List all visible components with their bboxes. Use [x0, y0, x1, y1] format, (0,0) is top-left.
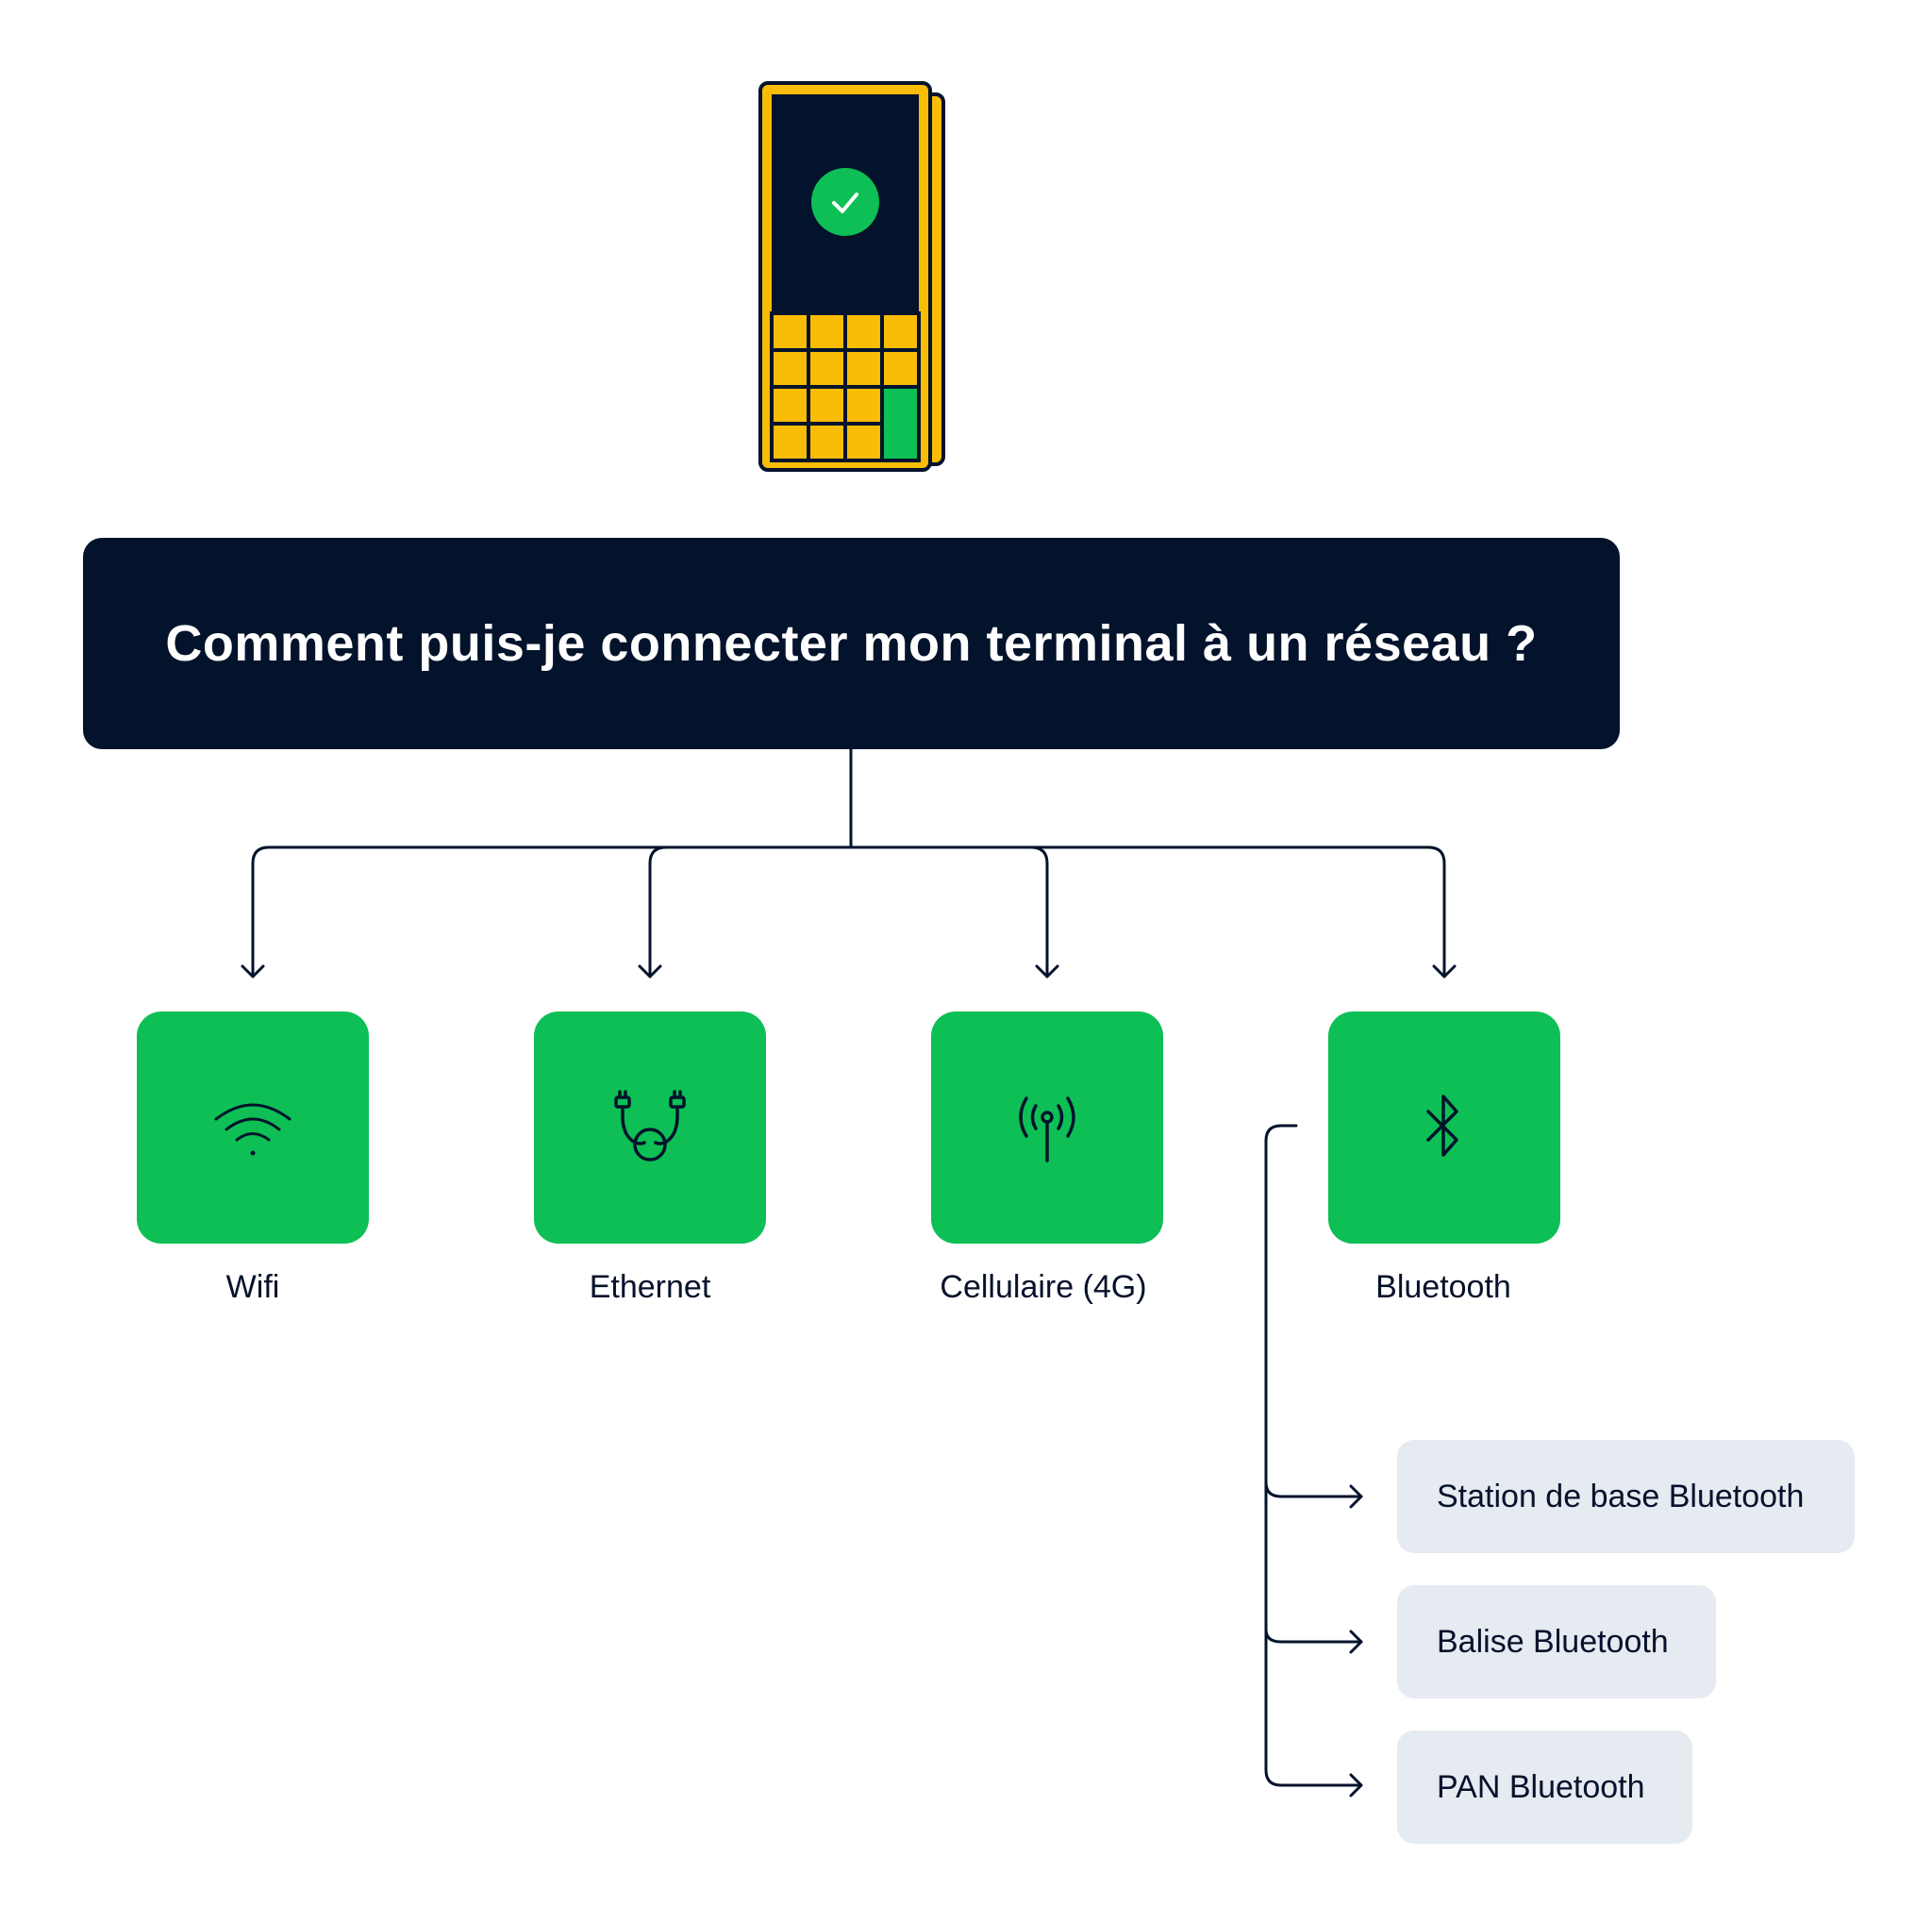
payment-terminal-icon — [758, 81, 945, 472]
branch-wifi — [251, 845, 271, 978]
option-tile-bluetooth — [1328, 1012, 1560, 1244]
arrowhead-balise — [1349, 1630, 1363, 1654]
sub-option-balise: Balise Bluetooth — [1397, 1585, 1716, 1698]
sub-option-station-label: Station de base Bluetooth — [1437, 1478, 1805, 1514]
branch-cellular — [1029, 845, 1049, 978]
branch-station — [1264, 1480, 1363, 1498]
option-label-bluetooth: Bluetooth — [1375, 1269, 1511, 1305]
ethernet-cable-icon — [614, 1090, 686, 1162]
sub-option-balise-label: Balise Bluetooth — [1437, 1623, 1669, 1660]
arrowhead-wifi — [241, 964, 265, 978]
branch-balise — [1264, 1628, 1363, 1644]
arrowhead-station — [1349, 1484, 1363, 1509]
option-tile-wifi — [137, 1012, 369, 1244]
antenna-icon — [1019, 1096, 1075, 1162]
arrowhead-bluetooth — [1432, 964, 1457, 978]
option-label-ethernet: Ethernet — [589, 1269, 711, 1305]
option-label-wifi: Wifi — [225, 1269, 280, 1305]
option-tile-cellular — [931, 1012, 1163, 1244]
question-header: Comment puis-je connecter mon terminal à… — [83, 538, 1620, 749]
option-label-cellular: Cellulaire (4G) — [940, 1269, 1147, 1305]
bluetooth-subtree-line — [1264, 1124, 1363, 1787]
branch-bluetooth — [1426, 845, 1446, 978]
sub-option-pan: PAN Bluetooth — [1397, 1731, 1692, 1844]
question-title: Comment puis-je connecter mon terminal à… — [165, 615, 1538, 672]
sub-option-pan-label: PAN Bluetooth — [1437, 1768, 1645, 1805]
branch-ethernet — [648, 845, 668, 978]
arrowhead-pan — [1349, 1773, 1363, 1798]
arrowhead-ethernet — [638, 964, 662, 978]
option-tile-ethernet — [534, 1012, 766, 1244]
arrowhead-cellular — [1035, 964, 1059, 978]
bluetooth-icon — [1426, 1095, 1458, 1157]
check-icon — [811, 168, 879, 236]
sub-option-station: Station de base Bluetooth — [1397, 1440, 1855, 1553]
wifi-icon — [214, 1103, 291, 1156]
